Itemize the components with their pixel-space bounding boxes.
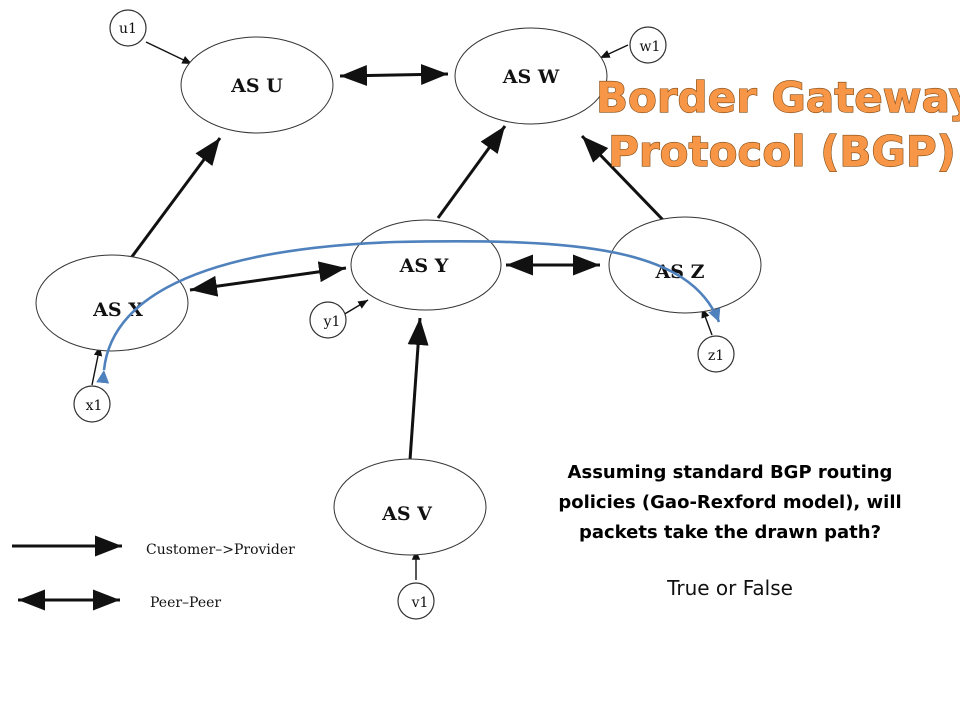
node-as-y: AS Y xyxy=(350,219,502,311)
question-text: Assuming standard BGP routing policies (… xyxy=(558,462,902,543)
legend: Customer–>Provider Peer–Peer xyxy=(12,535,295,611)
host-z1: z1 xyxy=(697,335,735,373)
host-u1-label: u1 xyxy=(119,21,137,37)
host-v1: v1 xyxy=(397,582,435,620)
edge-u-w-peer xyxy=(339,64,449,86)
edge-y-to-w xyxy=(436,125,507,219)
node-as-v-label: AS V xyxy=(381,503,433,525)
node-as-w: AS W xyxy=(454,27,608,125)
legend-customer-provider-label: Customer–>Provider xyxy=(146,542,295,558)
host-z1-label: z1 xyxy=(708,348,724,364)
edge-v-to-y xyxy=(407,317,429,461)
host-v1-label: v1 xyxy=(411,595,429,611)
node-as-y-label: AS Y xyxy=(399,255,449,277)
host-y1: y1 xyxy=(309,301,347,339)
node-as-z: AS Z xyxy=(608,216,762,314)
node-as-u-label: AS U xyxy=(230,75,283,97)
node-as-z-label: AS Z xyxy=(655,261,705,283)
edge-u1-to-u xyxy=(145,41,193,65)
legend-peer-peer-label: Peer–Peer xyxy=(150,595,221,611)
node-as-v: AS V xyxy=(333,458,487,556)
slide-title-line1: Border Gateway xyxy=(596,73,960,122)
drawn-path-arrow xyxy=(96,239,721,384)
edge-x-to-u xyxy=(126,137,222,263)
edge-x1-to-x xyxy=(91,345,103,386)
answer-options: True or False xyxy=(667,576,793,600)
edge-x-y-peer xyxy=(189,261,347,297)
host-w1-label: w1 xyxy=(640,39,661,55)
edge-w1-to-w xyxy=(599,44,629,59)
host-w1: w1 xyxy=(629,26,667,64)
host-y1-label: y1 xyxy=(323,314,341,330)
host-x1: x1 xyxy=(73,385,111,423)
edge-z-to-w xyxy=(580,134,667,224)
slide-title-line2: Protocol (BGP) xyxy=(608,127,956,176)
host-x1-label: x1 xyxy=(86,398,103,414)
node-as-x: AS X xyxy=(35,254,189,352)
node-as-u: AS U xyxy=(180,36,334,134)
node-as-w-label: AS W xyxy=(502,66,560,88)
host-u1: u1 xyxy=(109,9,147,47)
